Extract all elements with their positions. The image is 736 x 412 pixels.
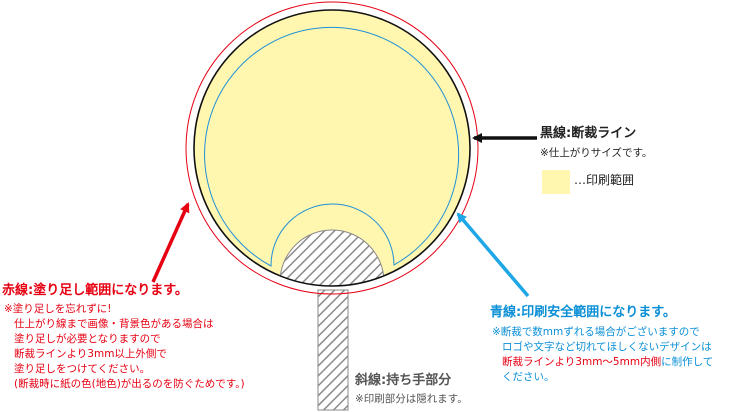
bleed-note-5: 塗り足しをつけてください。 bbox=[14, 363, 151, 375]
bleed-note-2: 仕上がり線まで画像・背景色がある場合は bbox=[14, 318, 214, 330]
safe-note-emph: 断裁ラインより3mm～5mm内側 bbox=[502, 356, 662, 368]
bleed-note-4: 断裁ラインより3mm以上外側で bbox=[14, 348, 167, 360]
safe-line-notes: ※断裁で数mmずれる場合がございますので ロゴや文字など切れてほしくないデザイン… bbox=[492, 325, 713, 385]
handle-stick bbox=[317, 289, 349, 411]
print-area-swatch bbox=[542, 170, 570, 194]
safe-note-2: ロゴや文字など切れてほしくないデザインは bbox=[502, 341, 712, 353]
print-area-label: …印刷範囲 bbox=[574, 173, 635, 187]
safe-note-1: ※断裁で数mmずれる場合がございますので bbox=[492, 326, 700, 338]
safe-note-suffix: に制作して bbox=[661, 356, 714, 368]
handle-cap bbox=[279, 229, 385, 286]
safe-line bbox=[204, 26, 460, 267]
bleed-line-title: 赤線:塗り足し範囲になります。 bbox=[2, 283, 188, 298]
print-area-fill bbox=[194, 10, 470, 286]
safe-note-3: 断裁ラインより3mm～5mm内側に制作して bbox=[492, 355, 713, 370]
blue-arrow bbox=[456, 212, 530, 298]
red-arrow bbox=[151, 202, 190, 283]
cut-line-title: 黒線:断裁ライン bbox=[540, 126, 637, 141]
safe-line-title: 青線:印刷安全範囲になります。 bbox=[490, 305, 676, 320]
bleed-note-6: (断裁時に紙の色(地色)が出るのを防ぐためです。) bbox=[14, 378, 245, 390]
handle-title: 斜線:持ち手部分 bbox=[355, 373, 452, 388]
cut-line-note: ※仕上がりサイズです。 bbox=[540, 147, 653, 159]
safe-note-4: ください。 bbox=[502, 371, 555, 383]
bleed-line-notes: ※塗り足しを忘れずに! 仕上がり線まで画像・背景色がある場合は 塗り足しが必要と… bbox=[4, 302, 245, 392]
cut-line bbox=[193, 9, 471, 287]
handle-note: ※印刷部分は隠れます。 bbox=[355, 393, 468, 405]
bleed-line bbox=[185, 1, 479, 295]
bleed-note-3: 塗り足しが必要となりますので bbox=[14, 333, 161, 345]
bleed-note-1: ※塗り足しを忘れずに! bbox=[4, 303, 112, 315]
